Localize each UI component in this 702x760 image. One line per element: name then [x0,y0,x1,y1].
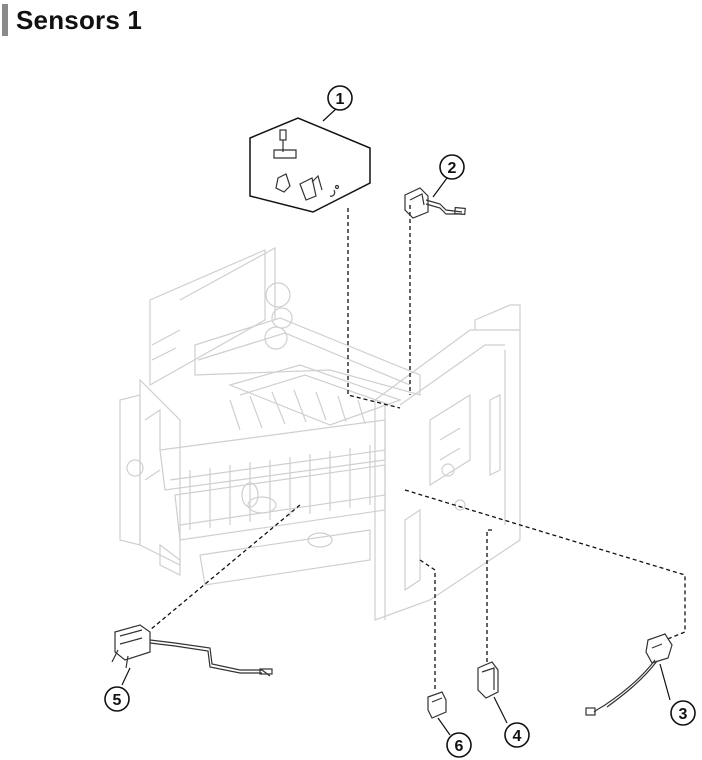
callout-4: 4 [504,722,530,748]
page-title: Sensors 1 [16,4,143,35]
leader-line-6 [419,559,436,690]
svg-text:2: 2 [448,160,457,177]
part-1-sensor-kit-inset [249,107,371,213]
svg-text:6: 6 [455,738,464,755]
callout-6: 6 [446,732,472,758]
svg-text:1: 1 [336,91,345,108]
callout-3: 3 [670,700,696,726]
page-header: Sensors 1 [0,0,142,40]
svg-text:5: 5 [113,692,122,709]
part-2-sensor-with-cable [404,177,466,219]
leader-line-3 [404,489,686,641]
leader-line-4 [486,529,492,663]
part-6-sensor [427,691,451,736]
printer-frame-illustration [119,246,521,621]
part-4-sensor [477,661,508,724]
part-3-sensor-with-cable [585,633,673,716]
title-accent-bar [2,4,8,36]
part-5-sensor-with-bracket [111,624,273,686]
callout-1: 1 [327,85,353,111]
leader-line-5 [149,504,301,631]
leader-lines [149,205,686,690]
callout-5: 5 [104,686,130,712]
svg-text:4: 4 [513,728,522,745]
svg-text:3: 3 [679,706,688,723]
callout-2: 2 [439,154,465,180]
